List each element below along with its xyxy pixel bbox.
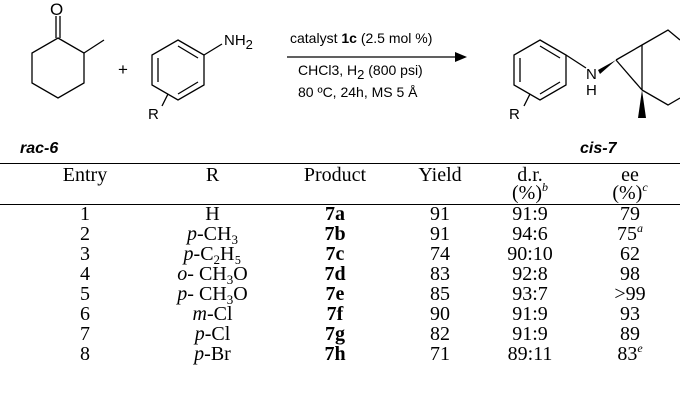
cell-r: o- CH3O	[177, 263, 248, 287]
cell-ee: 79	[620, 203, 640, 225]
table-row: 8 p-Br 7h 71 89:11 83e	[0, 341, 680, 365]
cell-ee: 93	[620, 303, 640, 325]
cell-r: p- CH3O	[177, 283, 248, 307]
cell-ee: 98	[620, 263, 640, 285]
cell-r: m-Cl	[192, 303, 233, 325]
cell-product: 7d	[324, 263, 346, 285]
table-row: 1 H 7a 91 91:9 79	[0, 204, 680, 224]
arrowhead	[455, 52, 467, 62]
cell-entry: 1	[80, 203, 90, 225]
cell-entry: 4	[80, 263, 90, 285]
cell-r: p-Cl	[194, 323, 231, 345]
header-r: R	[205, 164, 220, 186]
cell-yield: 91	[430, 203, 450, 225]
cell-ee: 62	[620, 243, 640, 265]
cell-dr: 90:10	[507, 243, 553, 265]
header-yield: Yield	[418, 164, 462, 186]
cell-r: p-Br	[194, 343, 231, 365]
cell-dr: 91:9	[512, 323, 548, 345]
product-r-bond	[523, 93, 531, 107]
table-row: 7 p-Cl 7g 82 91:9 89	[0, 324, 680, 344]
cell-yield: 91	[430, 223, 450, 245]
aniline-r-label: R	[148, 106, 159, 123]
table-row: 2 p-CH3 7b 91 94:6 75a	[0, 221, 680, 247]
cell-entry: 5	[80, 283, 90, 305]
product-aryl-ring	[513, 39, 567, 101]
conditions-temperature-time: 80 ºC, 24h, MS 5 Å	[298, 84, 418, 100]
amine-bond	[203, 43, 223, 56]
cell-yield: 74	[430, 243, 450, 265]
product-n-bond	[565, 54, 587, 69]
methyl-bond	[83, 39, 105, 54]
header-dr-unit: (%)b	[512, 180, 548, 204]
cell-product: 7a	[325, 203, 345, 225]
cell-product: 7c	[325, 243, 345, 265]
cell-r: p-CH3	[187, 223, 238, 247]
table-row: 6 m-Cl 7f 90 91:9 93	[0, 304, 680, 324]
product-r-label: R	[509, 106, 520, 123]
reaction-structures	[31, 16, 680, 118]
reaction-scheme: O + NH2 R catalyst 1c (2.5 mol %) CHCl3,…	[0, 0, 680, 160]
plus-sign: +	[118, 60, 128, 79]
cell-r: p-C2H₅	[183, 243, 242, 267]
table-header-rule	[0, 204, 680, 205]
header-dr: d.r.	[517, 164, 543, 186]
cell-yield: 85	[430, 283, 450, 305]
conditions-catalyst: catalyst 1c (2.5 mol %)	[290, 30, 433, 46]
cell-ee: 89	[620, 323, 640, 345]
amine-group-label: NH2	[224, 32, 253, 52]
cell-product: 7e	[325, 283, 345, 305]
cell-ee: >99	[614, 283, 646, 305]
cell-entry: 6	[80, 303, 90, 325]
cell-entry: 8	[80, 343, 90, 365]
cell-entry: 7	[80, 323, 90, 345]
cell-product: 7b	[324, 223, 346, 245]
cell-yield: 90	[430, 303, 450, 325]
cell-product: 7h	[324, 343, 346, 365]
cell-ee: 75a	[617, 221, 643, 245]
wedge-bond-methyl	[638, 90, 646, 118]
header-ee: ee	[621, 164, 639, 186]
cell-yield: 82	[430, 323, 450, 345]
cell-product: 7f	[326, 303, 344, 325]
cell-entry: 2	[80, 223, 90, 245]
cell-dr: 91:9	[512, 203, 548, 225]
cell-yield: 83	[430, 263, 450, 285]
cell-dr: 92:8	[512, 263, 548, 285]
product-label: cis-7	[580, 140, 617, 157]
cell-dr: 91:9	[512, 303, 548, 325]
conditions-solvent-pressure: CHCl3, H2 (800 psi)	[298, 62, 423, 82]
header-entry: Entry	[62, 164, 108, 186]
reactant-label: rac-6	[20, 140, 59, 157]
cell-entry: 3	[80, 243, 90, 265]
wedge-bond-n	[598, 60, 616, 74]
table-top-rule	[0, 163, 680, 164]
table-row: 5 p- CH3O 7e 85 93:7 >99	[0, 283, 680, 307]
table-row: 4 o- CH3O 7d 83 92:8 98	[0, 263, 680, 287]
product-n-label: N	[586, 66, 597, 83]
cell-dr: 93:7	[512, 283, 548, 305]
cell-product: 7g	[325, 323, 345, 345]
cyclohexanone-ring	[31, 37, 85, 99]
aniline-ring	[151, 39, 205, 101]
cell-yield: 71	[430, 343, 450, 365]
product-cyclohexyl-ring	[615, 29, 680, 61]
header-ee-unit: (%)c	[612, 180, 648, 204]
product-h-label: H	[586, 82, 597, 99]
cell-dr: 89:11	[507, 343, 553, 365]
carbonyl-oxygen-label: O	[50, 0, 64, 19]
cell-dr: 94:6	[512, 223, 548, 245]
cell-r: H	[205, 203, 220, 225]
header-product: Product	[303, 164, 367, 186]
table-row: 3 p-C2H₅ 7c 74 90:10 62	[0, 243, 680, 267]
cell-ee: 83e	[617, 341, 643, 365]
r-bond	[161, 93, 169, 107]
